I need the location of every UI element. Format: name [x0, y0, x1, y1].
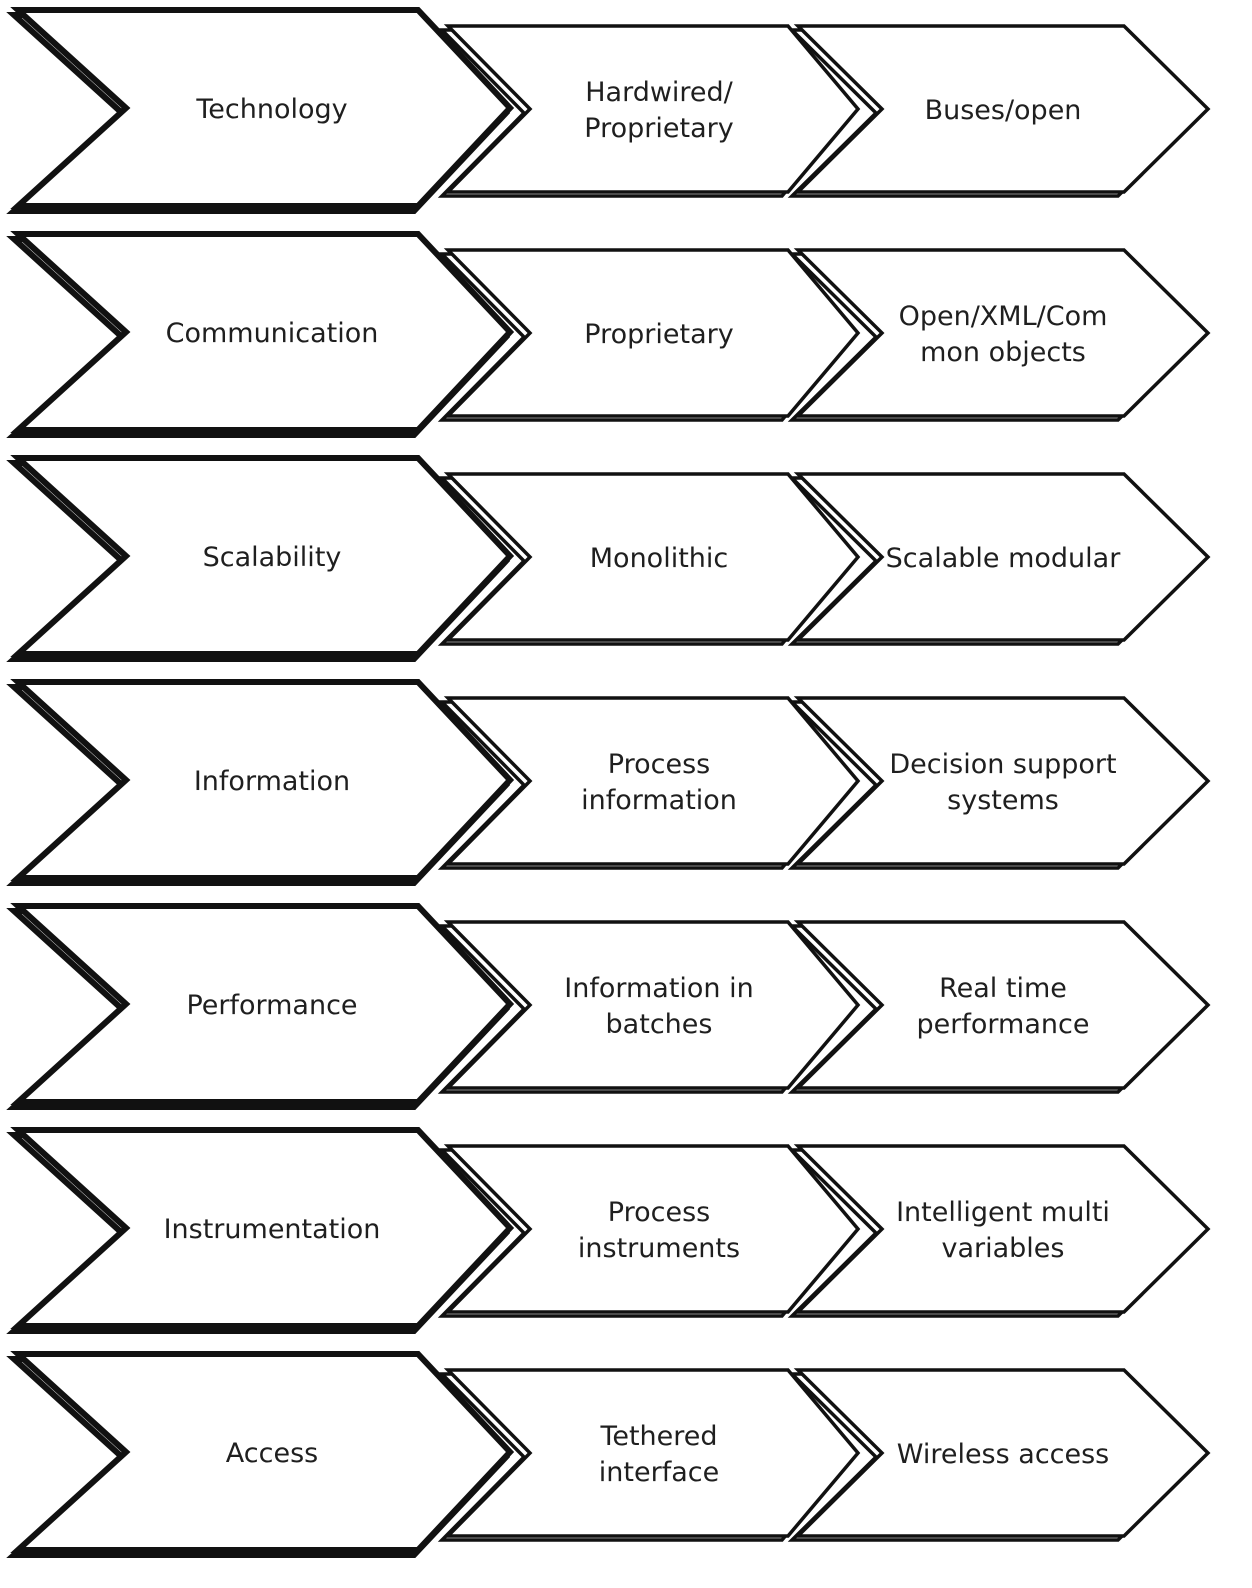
to-label: Intelligent multi variables [896, 1197, 1110, 1264]
to-label-line: Real time [939, 973, 1067, 1004]
to-chevron [793, 1368, 1211, 1538]
to-label-line: mon objects [920, 337, 1086, 368]
category-chevron [10, 1351, 515, 1553]
to-label-line: variables [942, 1233, 1065, 1264]
from-chevron [443, 248, 861, 418]
category-label-line: Information [194, 766, 350, 797]
to-label: Wireless access [897, 1439, 1110, 1470]
chevron-row: Communication Proprietary Open/XML/Com mon … [6, 231, 1211, 438]
category-chevron [10, 7, 515, 209]
category-chevron [10, 903, 515, 1105]
from-label: Hardwired/Proprietary [584, 77, 733, 144]
from-label-line: Process [608, 749, 710, 780]
category-label-line: Access [226, 1438, 318, 1469]
from-label-line: Process [608, 1197, 710, 1228]
category-label: Access [226, 1438, 318, 1469]
chevron-row: Information Process information Decision su… [6, 679, 1211, 886]
to-label-line: performance [917, 1009, 1090, 1040]
from-chevron [443, 1144, 861, 1314]
category-label: Performance [186, 990, 357, 1021]
category-label-line: Communication [166, 318, 379, 349]
to-label-line: Buses/open [925, 95, 1082, 126]
from-label: Monolithic [590, 543, 729, 574]
from-chevron [443, 1368, 861, 1538]
from-label-line: Proprietary [584, 319, 733, 350]
category-label: Instrumentation [164, 1214, 381, 1245]
chevron-row: Instrumentation Process instruments Intelli… [6, 1127, 1211, 1334]
from-label: Process information [581, 749, 737, 816]
to-label: Open/XML/Com mon objects [899, 301, 1108, 368]
from-chevron [443, 472, 861, 642]
to-chevron [793, 248, 1211, 418]
chevron-row: Performance Information in batches Real tim… [6, 903, 1211, 1110]
category-label: Communication [166, 318, 379, 349]
category-label: Information [194, 766, 350, 797]
from-label: Tethered interface [599, 1421, 719, 1488]
from-label: Process instruments [578, 1197, 740, 1264]
from-label-line: Tethered [599, 1421, 717, 1452]
from-label-line: Proprietary [584, 113, 733, 144]
from-chevron [443, 24, 861, 194]
to-chevron [793, 696, 1211, 866]
category-label: Technology [195, 94, 347, 125]
chevron-row: Scalability Monolithic Scalable modular [6, 455, 1211, 662]
to-label: Buses/open [925, 95, 1082, 126]
to-label: Real time performance [917, 973, 1090, 1040]
from-label-line: batches [606, 1009, 713, 1040]
from-chevron [443, 696, 861, 866]
from-label-line: Hardwired/ [585, 77, 733, 108]
category-chevron [10, 679, 515, 881]
from-chevron [443, 920, 861, 1090]
to-label-line: Intelligent multi [896, 1197, 1110, 1228]
to-label: Decision support systems [889, 749, 1116, 816]
from-label: Information in batches [564, 973, 754, 1040]
from-label-line: interface [599, 1457, 719, 1488]
category-label-line: Scalability [203, 542, 342, 573]
to-chevron [793, 472, 1211, 642]
to-label-line: Open/XML/Com [899, 301, 1108, 332]
to-label-line: Decision support [889, 749, 1116, 780]
category-label: Scalability [203, 542, 342, 573]
chevron-row: Access Tethered interface Wireless access [6, 1351, 1211, 1558]
from-label-line: Information in [564, 973, 754, 1004]
category-chevron [10, 1127, 515, 1329]
to-label: Scalable modular [886, 543, 1122, 574]
to-chevron [793, 24, 1211, 194]
from-label-line: information [581, 785, 737, 816]
category-chevron [10, 231, 515, 433]
category-label-line: Performance [186, 990, 357, 1021]
chevron-row: Technology Hardwired/Proprietary Buses/ope… [6, 7, 1211, 214]
category-chevron [10, 455, 515, 657]
from-label: Proprietary [584, 319, 733, 350]
to-label-line: systems [947, 785, 1059, 816]
category-label-line: Technology [195, 94, 347, 125]
to-chevron [793, 1144, 1211, 1314]
from-label-line: Monolithic [590, 543, 729, 574]
to-label-line: Wireless access [897, 1439, 1110, 1470]
from-label-line: instruments [578, 1233, 740, 1264]
category-label-line: Instrumentation [164, 1214, 381, 1245]
to-label-line: Scalable modular [886, 543, 1122, 574]
to-chevron [793, 920, 1211, 1090]
